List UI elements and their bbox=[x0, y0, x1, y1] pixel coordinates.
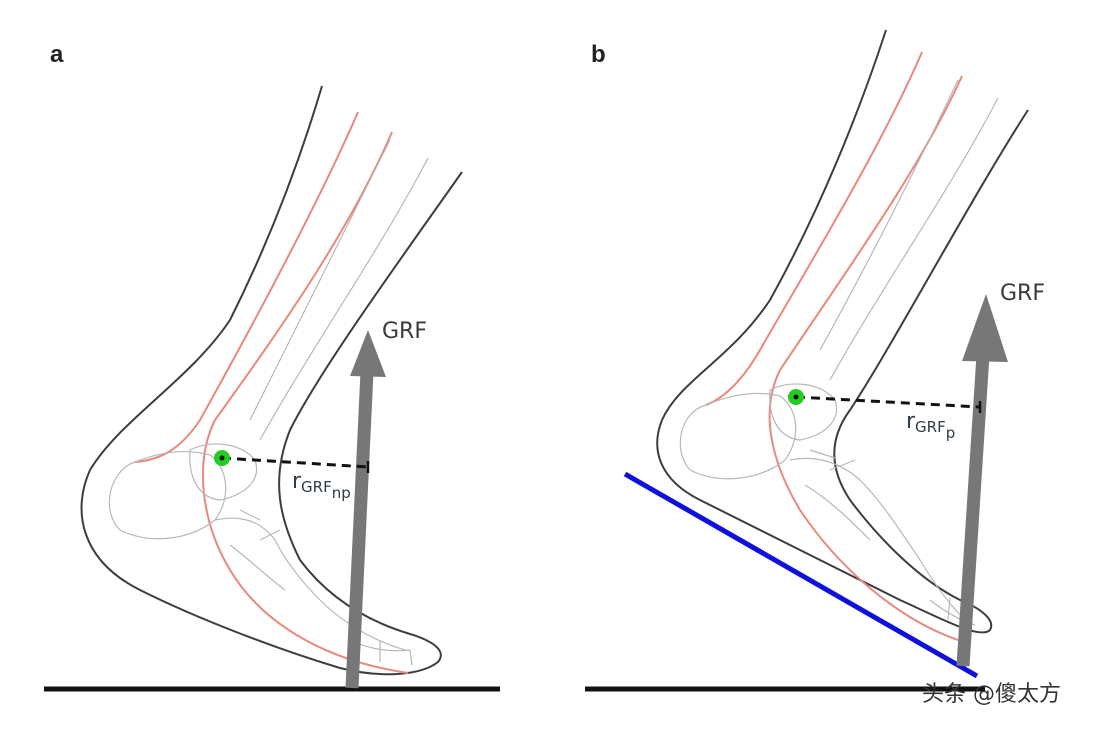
panel-b-r-subscript: GRF bbox=[915, 418, 946, 436]
panel-a-calcaneus bbox=[108, 450, 227, 540]
panel-a-grf-arrowhead bbox=[350, 330, 386, 377]
watermark-text: 头条 @傻太方 bbox=[922, 682, 1061, 707]
panel-a-moment-arm-line bbox=[221, 456, 369, 469]
panel-a-r-subscript: GRF bbox=[301, 478, 332, 496]
panel-b-talus bbox=[769, 383, 838, 441]
panel-b-tendon-front bbox=[768, 75, 963, 641]
panel-a-r-subsubscript: np bbox=[332, 484, 351, 502]
panel-b-grf-arrowhead bbox=[962, 294, 1008, 362]
panel-b-moment-arm-label: rGRFp bbox=[906, 409, 955, 442]
panel-b-calcaneus bbox=[679, 392, 797, 480]
panel-b-moment-arm-line bbox=[795, 395, 981, 409]
panel-a-midfoot-bones bbox=[214, 509, 406, 651]
panel-a-r-symbol: r bbox=[292, 469, 302, 494]
panel-b-grf-label: GRF bbox=[1000, 281, 1045, 306]
panel-a-skin-outline bbox=[80, 85, 463, 676]
panel-b-midfoot-bones bbox=[789, 449, 966, 621]
panel-a-grf-arrow-shaft bbox=[345, 371, 374, 689]
panel-a-moment-arm-label: rGRFnp bbox=[292, 469, 351, 502]
panel-b-label: b bbox=[591, 41, 606, 68]
panel-b-tendon-back bbox=[705, 51, 923, 406]
panel-a-grf-label: GRF bbox=[382, 319, 427, 344]
panel-a-fibula bbox=[249, 139, 391, 421]
panel-b: b GRF rGRFp bbox=[585, 29, 1045, 692]
panel-a-tibia bbox=[259, 157, 429, 441]
panel-b-tibia bbox=[829, 97, 999, 381]
panel-b-joint-center-dot bbox=[793, 394, 799, 400]
panel-a: a GRF rGRFnp bbox=[44, 41, 500, 692]
panel-b-incline-line bbox=[623, 471, 979, 679]
panel-b-r-subsubscript: p bbox=[946, 424, 956, 442]
panel-b-fibula bbox=[819, 79, 959, 351]
panel-b-r-symbol: r bbox=[906, 409, 916, 434]
panel-a-label: a bbox=[50, 41, 64, 68]
panel-a-tendon-front bbox=[202, 131, 409, 674]
panel-b-skin-outline bbox=[656, 29, 1029, 634]
panel-a-joint-center-dot bbox=[219, 455, 225, 461]
panel-a-talus bbox=[189, 443, 258, 501]
